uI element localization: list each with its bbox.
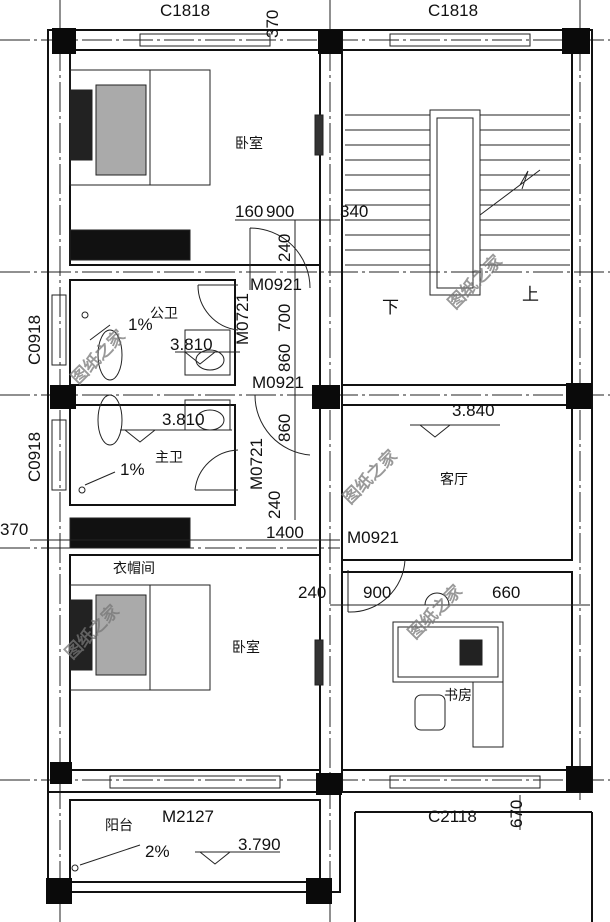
dim-700: 700 — [275, 304, 294, 332]
dim-900-top: 900 — [266, 202, 294, 221]
dim-370-left: 370 — [0, 520, 28, 539]
room-label-study: 书房 — [444, 688, 472, 704]
elevation-public-bath: 3.810 — [170, 335, 213, 354]
staircase — [345, 109, 570, 296]
door-label-m2127: M2127 — [162, 807, 214, 826]
dim-860-a: 860 — [275, 344, 294, 372]
room-label-bedroom-top: 卧室 — [235, 135, 263, 152]
dim-660: 660 — [492, 583, 520, 602]
stair-down-label: 下 — [382, 298, 399, 317]
dim-1400: 1400 — [266, 523, 304, 542]
dim-240-study: 240 — [298, 583, 326, 602]
elevation-balcony: 3.790 — [238, 835, 281, 854]
window-label-c1818-left: C1818 — [160, 1, 210, 20]
room-label-living: 客厅 — [440, 471, 468, 488]
elevation-living: 3.840 — [452, 401, 495, 420]
dim-860-b: 860 — [275, 414, 294, 442]
slope-public-bath: 1% — [128, 315, 153, 334]
watermark: 图纸之家 — [339, 446, 402, 509]
watermark: 图纸之家 — [444, 251, 507, 314]
dim-160: 160 — [235, 202, 263, 221]
dim-340: 340 — [340, 202, 368, 221]
slope-master-bath: 1% — [120, 460, 145, 479]
dim-670: 670 — [507, 800, 526, 828]
watermark: 图纸之家 — [67, 326, 130, 389]
room-label-closet: 衣帽间 — [113, 561, 155, 577]
furniture — [69, 69, 504, 748]
watermark: 图纸之家 — [404, 581, 467, 644]
window-label-c0918-lower: C0918 — [25, 432, 44, 482]
door-label-m0721-master: M0721 — [247, 438, 266, 490]
dimension-lines — [30, 219, 590, 830]
door-label-m0721-public: M0721 — [233, 293, 252, 345]
door-label-m0921-hall: M0921 — [252, 373, 304, 392]
slope-balcony: 2% — [145, 842, 170, 861]
door-label-m0921-study: M0921 — [347, 528, 399, 547]
structural-columns — [46, 28, 592, 904]
door-label-m0921-bedroom: M0921 — [250, 275, 302, 294]
door-swings — [194, 227, 406, 613]
window-marks — [51, 33, 541, 789]
room-label-bedroom-bottom: 卧室 — [232, 639, 260, 656]
room-label-master-bath: 主卫 — [155, 450, 183, 466]
window-label-c1818-right: C1818 — [428, 1, 478, 20]
dim-370-top: 370 — [263, 10, 282, 38]
window-label-c0918-upper: C0918 — [25, 315, 44, 365]
dim-240-top: 240 — [275, 234, 294, 262]
room-label-public-bath: 公卫 — [150, 306, 178, 322]
dim-900-study: 900 — [363, 583, 391, 602]
stair-up-label: 上 — [522, 285, 539, 304]
elevation-markers — [71, 311, 500, 872]
window-label-c2118: C2118 — [428, 807, 477, 826]
elevation-master-bath: 3.810 — [162, 410, 205, 429]
room-label-balcony: 阳台 — [105, 818, 133, 834]
dim-240-mid: 240 — [265, 491, 284, 519]
